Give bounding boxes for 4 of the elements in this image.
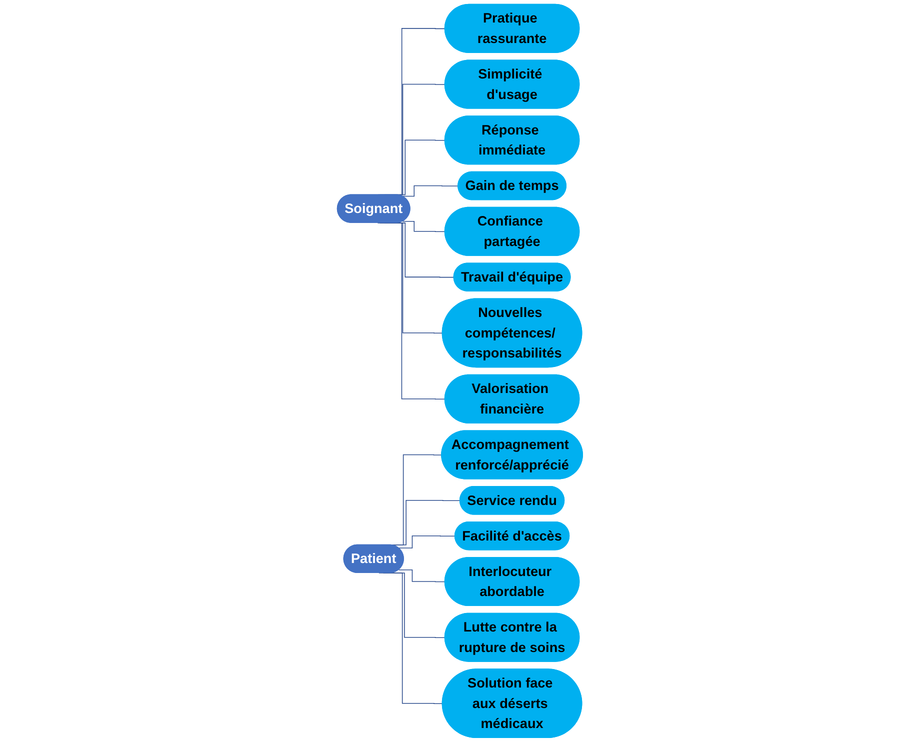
connector (398, 569, 446, 582)
connector (402, 185, 459, 197)
connector (402, 221, 446, 232)
connector (398, 535, 456, 548)
